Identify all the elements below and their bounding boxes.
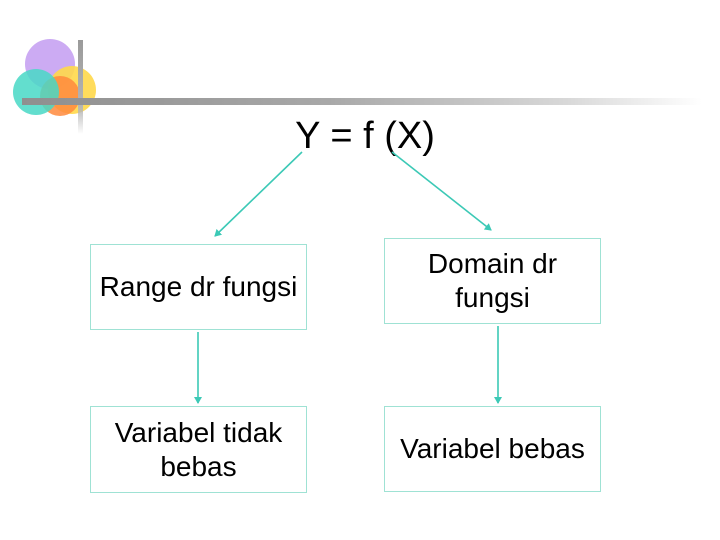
dependent-variable-label: Variabel tidak bebas	[114, 416, 283, 482]
domain-box-label: Domain dr fungsi	[427, 248, 558, 313]
arrow-formula-to-domain	[391, 151, 492, 231]
dependent-variable-box: Variabel tidak bebas	[90, 406, 307, 493]
range-box-label: Range dr fungsi	[99, 271, 298, 302]
independent-variable-box: Variabel bebas	[384, 406, 601, 492]
header-horizontal-rule	[22, 98, 702, 105]
formula-title: Y = f (X)	[295, 115, 435, 157]
header-vertical-rule	[78, 40, 83, 134]
domain-box: Domain dr fungsi	[384, 238, 601, 324]
overlapping-circles-logo-icon	[13, 39, 96, 116]
range-box: Range dr fungsi	[90, 244, 307, 330]
arrow-formula-to-range	[214, 151, 303, 237]
independent-variable-label: Variabel bebas	[400, 433, 585, 464]
